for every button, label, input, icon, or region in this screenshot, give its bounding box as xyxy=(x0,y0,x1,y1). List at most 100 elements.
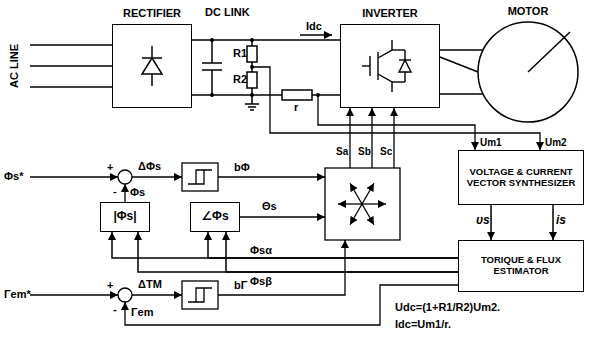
dc-link-wires-part xyxy=(247,72,257,88)
signal-label: + xyxy=(107,279,113,291)
junction-dots-part xyxy=(250,93,254,97)
igbt-symbol-part xyxy=(392,49,405,50)
flux-loop-part xyxy=(196,170,212,184)
measurement-wires-part xyxy=(318,95,475,150)
flux-loop-part xyxy=(182,163,218,191)
igbt-symbol-part xyxy=(378,40,392,58)
signal-label: - xyxy=(113,303,117,315)
supply-label: AC LINE xyxy=(8,36,20,96)
torque-loop-part xyxy=(218,240,345,295)
diode-symbol-part xyxy=(151,46,153,58)
torque-loop-part xyxy=(118,288,132,302)
diode-symbol-part xyxy=(142,58,162,74)
igbt-symbol-part xyxy=(378,74,392,92)
connector-label: is xyxy=(556,214,566,227)
igbt-symbol xyxy=(362,40,411,92)
igbt-symbol-part xyxy=(399,60,411,72)
motor-circle: MOTOR xyxy=(478,4,578,124)
signal-label: ΔTM xyxy=(138,278,162,290)
flux-loop-part xyxy=(218,176,325,177)
signal-connector xyxy=(440,57,478,72)
signal-label: + xyxy=(107,161,113,173)
dc-link-wires-part xyxy=(192,94,282,96)
flux-loop xyxy=(30,163,325,217)
signal-label: ΔΦs xyxy=(138,160,161,172)
signal-label: R1 xyxy=(233,47,247,59)
signal-connector xyxy=(552,205,554,240)
flux-loop-part xyxy=(118,170,132,184)
flux-loop-part xyxy=(132,176,182,177)
formula-note: Idc=Um1/r. xyxy=(395,318,451,330)
signal-label: r xyxy=(294,101,298,113)
torque-loop-part xyxy=(182,281,218,309)
dc-link-wires-part xyxy=(248,106,256,108)
ac-line-wires-part xyxy=(30,44,112,46)
switching-table-part xyxy=(362,204,374,225)
torque-loop xyxy=(30,240,458,325)
torque-loop-part xyxy=(132,294,182,295)
ac-line-wires-part xyxy=(30,86,112,88)
signal-connector xyxy=(208,232,458,258)
signal-connector xyxy=(112,232,458,258)
switching-table-part xyxy=(325,168,400,240)
torque-loop-part xyxy=(196,288,212,302)
block-outline xyxy=(340,24,440,108)
box-label: ∠Φs xyxy=(198,208,231,226)
box-label: VOLTAGE & CURRENT VECTOR SYNTHESIZER xyxy=(459,165,583,191)
inverter-block: INVERTER xyxy=(340,6,440,108)
switching-table-part xyxy=(350,204,362,225)
signal-label: Sc xyxy=(380,146,392,158)
dc-link-wires-part xyxy=(247,46,257,62)
switching-table-part xyxy=(338,203,362,204)
signal-connector xyxy=(138,232,458,272)
switching-table-part xyxy=(362,203,386,204)
dc-link-wires-part xyxy=(211,70,213,95)
signal-label: Φsα xyxy=(250,244,272,256)
dc-link-wires-part xyxy=(250,109,254,111)
switching-table-part xyxy=(362,183,374,204)
flux-magnitude-box: |Φs| xyxy=(100,202,150,232)
switching-table-part xyxy=(371,108,372,168)
signal-label: Idc xyxy=(306,20,322,32)
ac-line-wires xyxy=(30,45,112,87)
dc-link-wires-part xyxy=(202,62,222,64)
junction-dots-part xyxy=(210,93,214,97)
diode-symbol xyxy=(142,46,162,86)
diode-symbol-part xyxy=(151,74,153,86)
signal-connector xyxy=(192,39,340,41)
flux-loop-part xyxy=(240,216,325,217)
block-heading: INVERTER xyxy=(340,6,440,20)
signal-label: Um1 xyxy=(480,137,502,149)
signal-label: bΓ xyxy=(234,279,247,291)
switching-table-part xyxy=(338,183,386,225)
connector-label: υs xyxy=(476,214,490,227)
block-heading: MOTOR xyxy=(478,4,578,18)
signal-label: Γem* xyxy=(4,288,31,300)
box-label: TORIQUE & FLUX ESTIMATOR xyxy=(459,253,583,279)
motor-outline xyxy=(478,4,578,124)
motor-circle-outline xyxy=(478,22,578,122)
switching-table-part xyxy=(393,108,394,168)
signal-label: - xyxy=(113,185,117,197)
switching-table xyxy=(325,108,400,240)
igbt-symbol-part xyxy=(399,59,411,60)
signal-label: Φs* xyxy=(4,170,23,182)
signal-label: Sb xyxy=(358,146,371,158)
motor-phase-wires xyxy=(440,32,570,94)
synthesizer-box: VOLTAGE & CURRENT VECTOR SYNTHESIZER xyxy=(458,150,584,205)
signal-connector xyxy=(226,232,458,272)
signal-label: Γem xyxy=(131,306,154,318)
flux-angle-box: ∠Φs xyxy=(190,202,240,232)
formula-note: Udc=(1+R1/R2)Um2. xyxy=(395,301,500,313)
motor-phase-wires-part xyxy=(440,49,483,51)
signal-label: DC LINK xyxy=(205,6,250,18)
signal-label: Θs xyxy=(262,200,277,212)
block-heading: RECTIFIER xyxy=(112,6,192,20)
dc-link-wires-part xyxy=(300,34,332,36)
flux-loop-part xyxy=(30,176,118,177)
dc-link-wires-part xyxy=(245,103,259,105)
motor-phase-wires-part xyxy=(440,93,483,95)
measurement-wires xyxy=(252,67,540,150)
igbt-symbol-part xyxy=(404,72,405,82)
